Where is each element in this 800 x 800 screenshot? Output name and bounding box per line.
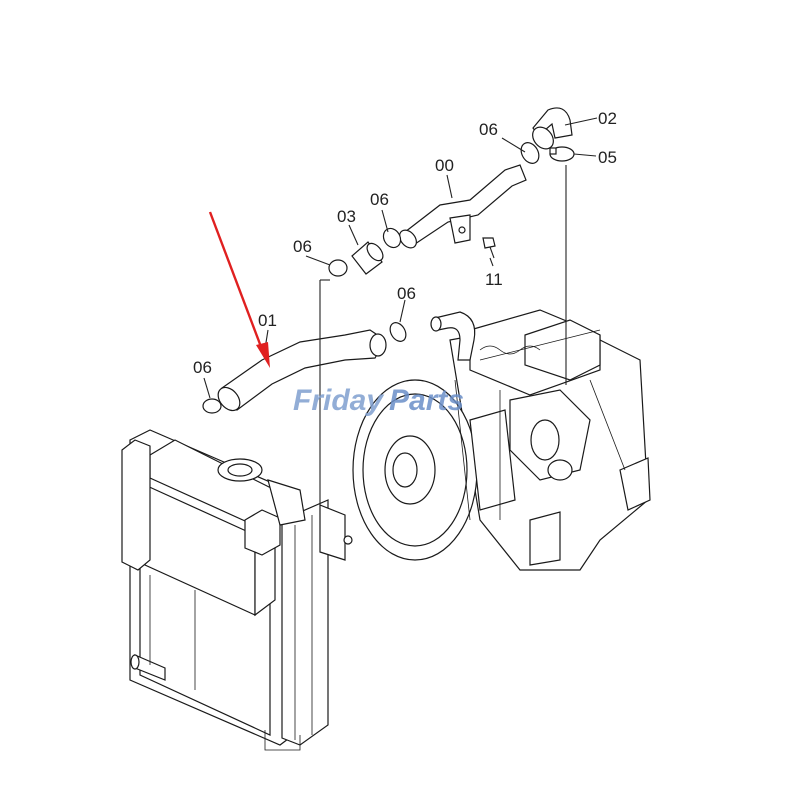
- engine-assembly: [352, 309, 651, 571]
- part-labels: 02 06 05 00 06 03 06 11 06 01 06: [193, 109, 617, 377]
- clamp-06-c: [328, 259, 348, 277]
- part-label-06-e: 06: [193, 358, 212, 377]
- part-label-06-a: 06: [479, 120, 498, 139]
- part-label-01: 01: [258, 311, 277, 330]
- part-label-11: 11: [485, 270, 503, 289]
- part-label-03: 03: [337, 207, 356, 226]
- clamp-05: [549, 146, 575, 162]
- part-label-02: 02: [598, 109, 617, 128]
- part-label-06-d: 06: [397, 284, 416, 303]
- red-arrow-icon: [208, 211, 270, 368]
- part-label-06-b: 06: [370, 190, 389, 209]
- coupler-03: [351, 241, 384, 275]
- clamp-06-b: [382, 227, 402, 249]
- watermark-text-friday: Friday: [293, 384, 384, 417]
- part-label-05: 05: [598, 148, 617, 167]
- clamp-06-top: [520, 142, 540, 164]
- clamp-06-e: [202, 398, 222, 414]
- watermark-text-parts: Parts: [389, 384, 464, 417]
- leader-lines: [203, 117, 598, 505]
- part-label-00: 00: [435, 156, 454, 175]
- radiator-assembly: [121, 429, 353, 751]
- part-label-06-c: 06: [293, 237, 312, 256]
- hose-02-elbow: [532, 107, 573, 150]
- clamp-06-d: [389, 322, 407, 342]
- bolt-11: [482, 237, 496, 259]
- hose-01: [217, 329, 387, 412]
- hose-00-upper: [399, 164, 527, 249]
